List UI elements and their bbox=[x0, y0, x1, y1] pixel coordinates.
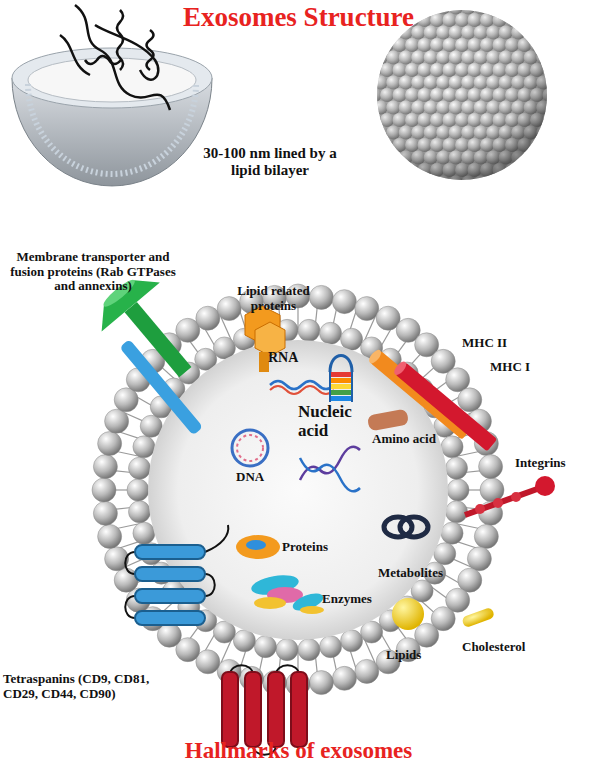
lipid-head bbox=[320, 636, 342, 658]
lipid-head bbox=[467, 547, 491, 571]
lipid-droplet bbox=[392, 598, 424, 630]
surface-bead bbox=[543, 63, 557, 77]
lipid-head bbox=[98, 524, 122, 548]
label-text: Nucleic acid bbox=[298, 402, 368, 440]
surface-bead bbox=[424, 1, 438, 15]
lipid-head bbox=[458, 388, 482, 412]
protein-ribbon bbox=[60, 5, 170, 110]
lipid-head bbox=[441, 436, 463, 458]
lipid-bilayer bbox=[92, 284, 504, 696]
surface-bead bbox=[386, 151, 400, 165]
surface-bead bbox=[486, 1, 500, 15]
label-text: Metabolites bbox=[378, 566, 468, 581]
lipid-head bbox=[127, 479, 149, 501]
lipid-head bbox=[298, 639, 320, 661]
title: Exosomes Structure bbox=[0, 2, 597, 33]
lipid-head bbox=[446, 457, 468, 479]
surface-bead bbox=[543, 113, 557, 127]
lipid-head bbox=[309, 671, 333, 695]
label-text: Enzymes bbox=[322, 592, 392, 607]
lipid-head bbox=[355, 659, 379, 683]
dna-plasmid bbox=[232, 430, 268, 466]
lipid-head bbox=[128, 457, 150, 479]
lipid-head bbox=[474, 524, 498, 548]
lipid-head bbox=[441, 522, 463, 544]
lipid-head bbox=[133, 436, 155, 458]
lipid-head bbox=[105, 409, 129, 433]
label-text: Integrins bbox=[515, 456, 595, 471]
lipid-head bbox=[233, 630, 255, 652]
lipid-head bbox=[480, 478, 504, 502]
surface-bead bbox=[368, 63, 382, 77]
cholesterol-molecule bbox=[461, 607, 495, 628]
label-text: Tetraspanins (CD9, CD81, CD29, CD44, CD9… bbox=[3, 672, 168, 701]
surface-bead bbox=[486, 176, 500, 190]
lipid-head bbox=[93, 455, 117, 479]
enzyme bbox=[250, 572, 326, 614]
lipid-head bbox=[320, 322, 342, 344]
cut-vesicle bbox=[12, 5, 212, 186]
lipid-head bbox=[196, 306, 220, 330]
lipid-head bbox=[298, 319, 320, 341]
tetraspanin bbox=[125, 525, 228, 625]
surface-bead bbox=[524, 151, 538, 165]
surface-bead bbox=[524, 26, 538, 40]
dna-helix bbox=[300, 447, 360, 492]
label-text: Amino acid bbox=[372, 432, 462, 447]
lipid-head bbox=[446, 501, 468, 523]
bilayer-stripe bbox=[28, 84, 196, 174]
lipid-head bbox=[479, 455, 503, 479]
metabolite bbox=[384, 517, 428, 537]
surface-bead bbox=[368, 113, 382, 127]
integrin bbox=[465, 476, 555, 515]
lipid-head bbox=[276, 639, 298, 661]
lipid-head bbox=[332, 666, 356, 690]
label-text: RNA bbox=[268, 350, 308, 366]
lipid-head bbox=[355, 297, 379, 321]
lipid-head bbox=[341, 328, 363, 350]
label-text: Proteins bbox=[282, 540, 352, 555]
amino-acid bbox=[367, 409, 409, 432]
lipid-head bbox=[254, 636, 276, 658]
label-text: DNA bbox=[236, 470, 281, 485]
label-text: Cholesterol bbox=[462, 640, 557, 655]
label-text: 30-100 nm lined by a lipid bilayer bbox=[195, 145, 345, 179]
label-text: Lipids bbox=[386, 648, 446, 663]
lipid-head bbox=[93, 501, 117, 525]
lipid-head bbox=[332, 290, 356, 314]
lipid-head bbox=[309, 285, 333, 309]
lipid-head bbox=[98, 432, 122, 456]
surface-bead bbox=[424, 176, 438, 190]
label-text: MHC I bbox=[490, 360, 550, 375]
label-text: MHC II bbox=[462, 336, 522, 351]
sphere-shading bbox=[377, 10, 547, 180]
lipid-head bbox=[92, 478, 116, 502]
label-text: Membrane transporter and fusion proteins… bbox=[3, 250, 183, 294]
lipid-head bbox=[133, 522, 155, 544]
protein-blob bbox=[236, 535, 280, 559]
lipid-head bbox=[447, 479, 469, 501]
vesicle-rim bbox=[12, 48, 212, 108]
lipid-head bbox=[217, 297, 241, 321]
lipid-head bbox=[128, 501, 150, 523]
mhc-molecule bbox=[367, 348, 497, 452]
lipid-head bbox=[341, 630, 363, 652]
caption: Hallmarks of exosomes bbox=[0, 738, 597, 764]
label-text: Lipid related proteins bbox=[226, 284, 321, 313]
